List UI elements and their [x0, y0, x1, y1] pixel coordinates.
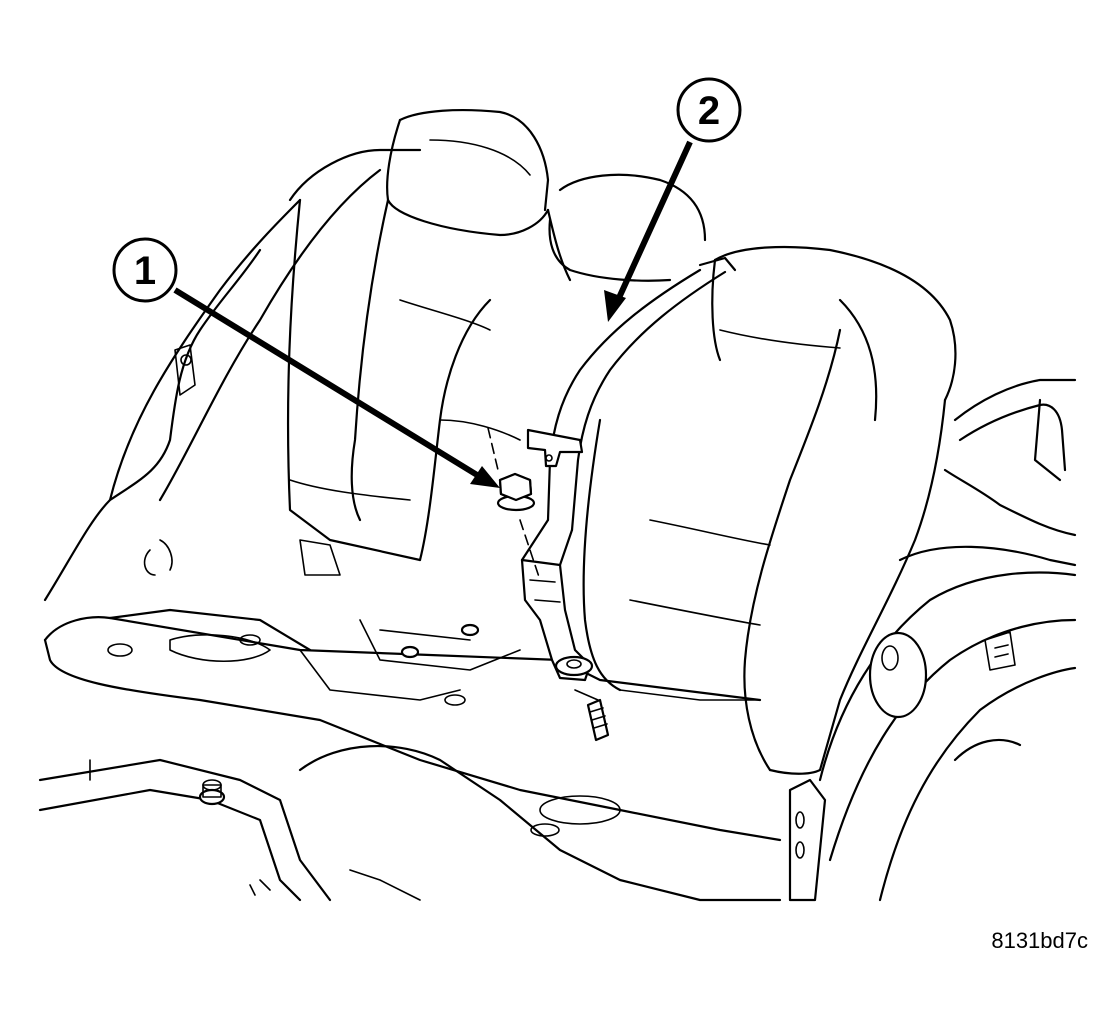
- callout-2-label: 2: [698, 89, 720, 133]
- rear-seat-back-left: [286, 109, 707, 562]
- floor-pan: [38, 608, 782, 902]
- callout-1: 1: [112, 237, 178, 303]
- nut-icon: [487, 427, 541, 581]
- right-quarter-trim: [788, 378, 1077, 902]
- left-quarter-trim: [43, 168, 382, 602]
- figure-code: 8131bd7c: [991, 928, 1088, 953]
- callout-2: 2: [676, 77, 742, 143]
- rear-seat-back-right: [582, 245, 957, 775]
- leader-arrows: [173, 140, 693, 488]
- callout-1-label: 1: [134, 249, 156, 293]
- seat-belt-webbing-icon: [520, 256, 737, 742]
